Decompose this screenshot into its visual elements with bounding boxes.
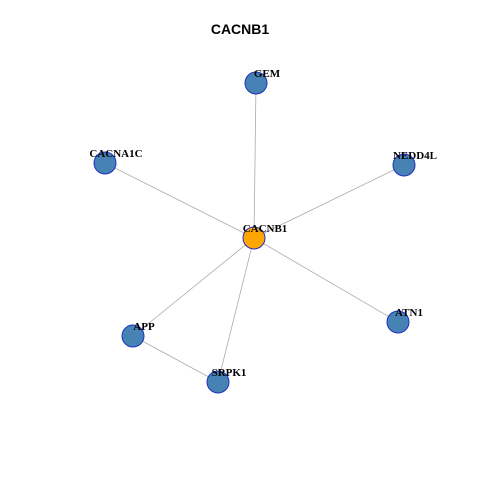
node-label-srpk1: SRPK1 (212, 367, 247, 379)
edge-cacnb1-atn1 (253, 237, 399, 323)
node-app[interactable]: APP (121, 321, 155, 348)
node-circle-cacnb1[interactable] (242, 226, 266, 250)
node-label-cacna1c: CACNA1C (89, 148, 142, 160)
edge-app-srpk1 (132, 335, 219, 383)
node-cacnb1[interactable]: CACNB1 (242, 223, 288, 250)
node-circle-srpk1[interactable] (206, 370, 230, 394)
edge-cacnb1-app (132, 237, 255, 337)
node-circle-gem[interactable] (244, 71, 268, 95)
node-nedd4l[interactable]: NEDD4L (392, 150, 437, 177)
edges-layer (104, 82, 405, 383)
edge-cacnb1-srpk1 (217, 237, 255, 383)
node-atn1[interactable]: ATN1 (386, 307, 423, 334)
node-label-cacnb1: CACNB1 (243, 223, 288, 235)
node-circle-atn1[interactable] (386, 310, 410, 334)
node-gem[interactable]: GEM (244, 68, 281, 95)
node-circle-nedd4l[interactable] (392, 153, 416, 177)
node-label-gem: GEM (254, 68, 281, 80)
nodes-layer: CACNB1 GEM CACNA1C NEDD4L APP SRPK1 ATN1 (89, 68, 437, 394)
node-circle-app[interactable] (121, 324, 145, 348)
edge-cacnb1-gem (253, 82, 257, 239)
edge-cacnb1-nedd4l (253, 164, 405, 239)
node-label-app: APP (133, 321, 155, 333)
node-label-atn1: ATN1 (395, 307, 423, 319)
edge-cacnb1-cacna1c (104, 162, 255, 239)
node-circle-cacna1c[interactable] (93, 151, 117, 175)
node-label-nedd4l: NEDD4L (393, 150, 437, 162)
node-srpk1[interactable]: SRPK1 (206, 367, 247, 394)
node-cacna1c[interactable]: CACNA1C (89, 148, 143, 175)
diagram-title: CACNB1 (210, 21, 270, 37)
